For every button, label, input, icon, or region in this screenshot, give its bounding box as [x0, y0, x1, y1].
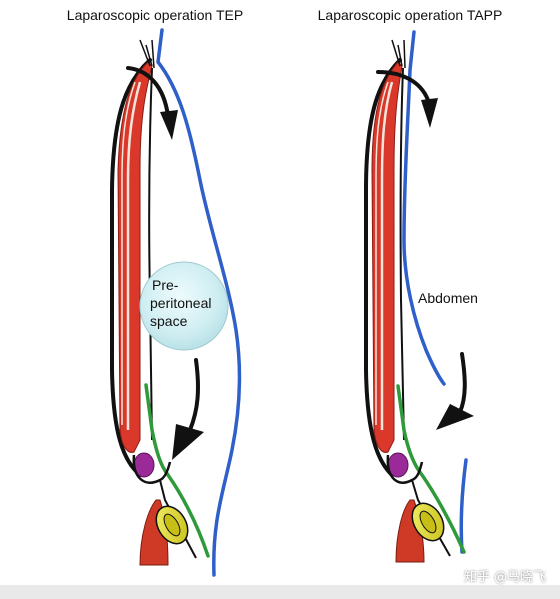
- left-muscle-stripe: [126, 81, 142, 430]
- left-muscle-band: [117, 61, 153, 453]
- right-panel: Laparoscopic operation TAPP Abdomen: [318, 7, 503, 563]
- right-descend-arrowhead: [436, 404, 474, 430]
- right-entry-arrowhead: [421, 98, 438, 128]
- right-peritoneum-lower: [459, 458, 468, 554]
- bubble-label: Pre- peritoneal space: [150, 277, 215, 329]
- left-peritoneum-line: [156, 28, 242, 577]
- right-panel-title: Laparoscopic operation TAPP: [318, 7, 503, 23]
- left-inner-edge: [148, 67, 153, 441]
- left-skin-line: [110, 58, 152, 477]
- right-muscle-stripe: [380, 81, 394, 430]
- right-peritoneum-upper: [402, 30, 446, 386]
- bubble-label-line1: Pre-: [152, 277, 179, 293]
- right-trocar-lines: [391, 39, 406, 69]
- left-descend-arrow: [188, 358, 200, 432]
- left-entry-arrowhead: [160, 110, 178, 140]
- left-muscle-stripe-2: [121, 81, 136, 425]
- left-entry-arrow: [126, 66, 170, 118]
- right-inner-edge: [399, 67, 405, 441]
- right-fascia-line: [396, 384, 466, 554]
- bottom-band: [0, 585, 560, 599]
- left-fascia-line: [144, 383, 210, 558]
- bubble-label-line2: peritoneal: [150, 295, 212, 311]
- right-skin-line: [364, 58, 402, 477]
- watermark: 知乎 @马晓飞: [464, 566, 546, 585]
- right-descend-arrow: [458, 352, 467, 414]
- left-yellow-cord-inner: [163, 513, 181, 537]
- left-trocar-lines: [139, 39, 155, 69]
- right-entry-arrow: [376, 70, 430, 102]
- preperitoneal-bubble: [139, 261, 229, 351]
- watermark-text: 知乎 @马晓飞: [463, 570, 546, 585]
- left-panel: Laparoscopic operation TEP Pre- peritone…: [67, 7, 243, 577]
- bubble-label-line3: space: [150, 313, 188, 329]
- abdomen-label: Abdomen: [418, 290, 478, 306]
- right-yellow-cord-inner: [419, 510, 437, 534]
- left-descend-arrowhead: [172, 424, 204, 460]
- right-muscle-stripe-2: [375, 81, 389, 425]
- right-muscle-band: [371, 61, 403, 453]
- left-panel-title: Laparoscopic operation TEP: [67, 7, 243, 23]
